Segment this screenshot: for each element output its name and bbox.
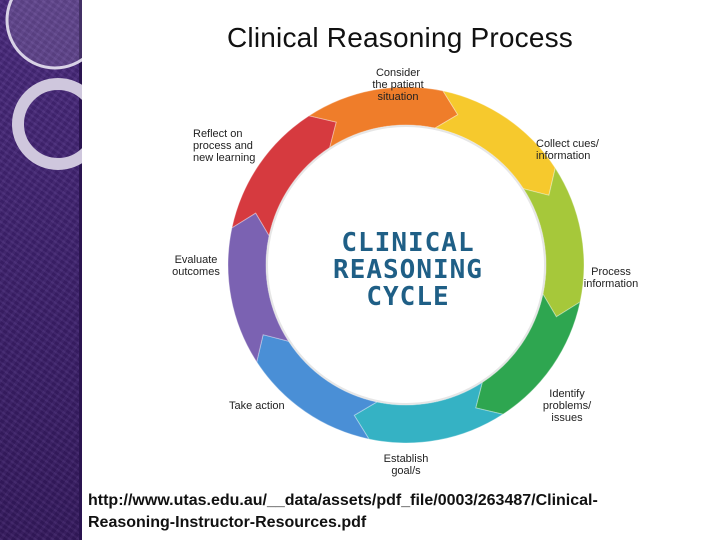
decorative-circles bbox=[5, 0, 82, 170]
step-line: situation bbox=[377, 91, 419, 103]
step-label-consider: Consider the patient situation bbox=[370, 67, 426, 103]
step-label-evaluate: Evaluate outcomes bbox=[168, 254, 224, 278]
step-line: Establish bbox=[383, 453, 429, 465]
cycle-inner-disc bbox=[266, 125, 546, 405]
step-line: issues bbox=[551, 412, 583, 424]
step-line: Collect cues/ bbox=[536, 138, 599, 150]
step-label-take-action: Take action bbox=[229, 400, 285, 412]
step-line: information bbox=[536, 150, 591, 162]
step-label-collect: Collect cues/ information bbox=[536, 138, 599, 162]
step-line: Consider bbox=[375, 67, 421, 79]
center-line-3: CYCLE bbox=[366, 282, 450, 312]
step-line: Process bbox=[591, 266, 631, 278]
step-line: new learning bbox=[193, 152, 256, 164]
cycle-center-title: CLINICAL REASONING CYCLE bbox=[318, 230, 498, 311]
step-label-process: Process information bbox=[581, 266, 641, 290]
step-label-establish: Establish goal/s bbox=[378, 453, 434, 477]
step-line: Take action bbox=[229, 400, 285, 412]
slide-title: Clinical Reasoning Process bbox=[226, 22, 574, 53]
step-line: information bbox=[583, 278, 639, 290]
sidebar-edge bbox=[79, 0, 82, 540]
step-line: goal/s bbox=[391, 465, 421, 477]
source-url-line-1[interactable]: http://www.utas.edu.au/__data/assets/pdf… bbox=[88, 492, 598, 509]
source-url[interactable]: http://www.utas.edu.au/__data/assets/pdf… bbox=[88, 490, 708, 534]
step-line: outcomes bbox=[172, 266, 220, 278]
step-line: the patient bbox=[372, 79, 424, 91]
step-line: problems/ bbox=[542, 400, 592, 412]
step-line: Evaluate bbox=[174, 254, 218, 266]
source-url-line-2[interactable]: Reasoning-Instructor-Resources.pdf bbox=[88, 514, 367, 531]
step-line: Identify bbox=[549, 388, 585, 400]
step-label-identify: Identify problems/ issues bbox=[538, 388, 596, 424]
step-line: Reflect on bbox=[193, 128, 243, 140]
center-line-2: REASONING bbox=[333, 255, 483, 285]
step-line: process and bbox=[193, 140, 253, 152]
step-label-reflect: Reflect on process and new learning bbox=[193, 128, 255, 164]
center-line-1: CLINICAL bbox=[341, 228, 475, 258]
